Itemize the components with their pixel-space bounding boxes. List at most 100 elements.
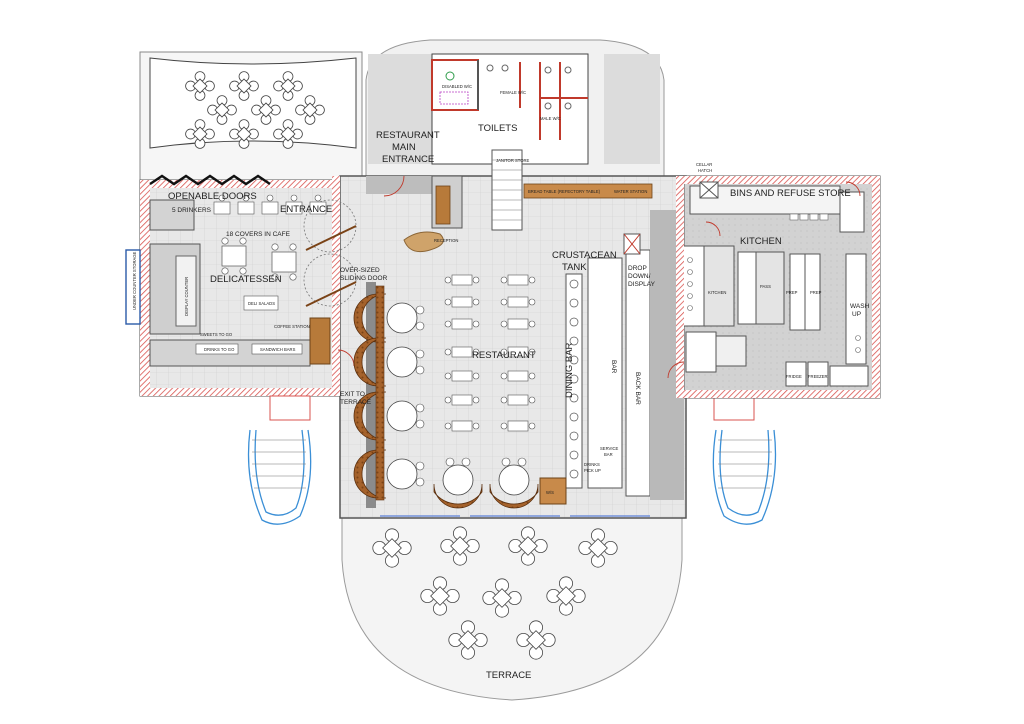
table — [236, 126, 252, 142]
chair — [444, 422, 452, 430]
chair — [472, 298, 480, 306]
bar-stool — [569, 374, 579, 384]
chair — [500, 422, 508, 430]
stool-table — [237, 201, 255, 215]
stool — [218, 194, 226, 202]
exit-terrace-label: EXIT TO — [340, 391, 365, 398]
fridge-label: FRIDGE — [786, 374, 802, 379]
main-entrance-label-2: MAIN — [392, 142, 416, 153]
banquette — [353, 337, 387, 387]
chair — [415, 477, 425, 487]
table — [507, 346, 529, 358]
table — [451, 274, 473, 286]
table — [492, 588, 512, 608]
chair — [500, 372, 508, 380]
chair — [472, 396, 480, 404]
chair — [500, 276, 508, 284]
drinks-pickup-label: DRINKS — [584, 462, 600, 467]
sandwich-bars-label: SANDWICH BARS — [260, 347, 296, 352]
stool-table — [261, 201, 279, 215]
table — [258, 102, 274, 118]
chair — [221, 237, 229, 245]
chair — [528, 298, 536, 306]
dining-bar-label: DINING BAR — [564, 342, 575, 398]
openable-doors-line — [149, 174, 271, 186]
table — [458, 630, 478, 650]
drop-down-label: DROP — [628, 265, 647, 272]
reception-label: RECEPTION — [434, 238, 458, 243]
table — [280, 78, 296, 94]
table — [507, 296, 529, 308]
chair — [415, 461, 425, 471]
stool — [242, 194, 250, 202]
table — [451, 420, 473, 432]
bar-stool — [569, 298, 579, 308]
pass-label: PASS — [760, 284, 771, 289]
crustacean-label-2: TANK — [562, 262, 587, 273]
table — [507, 274, 529, 286]
coffee-station-label: COFFEE STATION — [274, 324, 310, 329]
chair — [415, 349, 425, 359]
terrace-label: TERRACE — [486, 670, 531, 681]
delicatessen-label: DELICATESSEN — [210, 274, 282, 285]
bar-stool — [569, 450, 579, 460]
table — [556, 586, 576, 606]
chair — [528, 372, 536, 380]
covers-label: 18 COVERS IN CAFE — [226, 231, 291, 238]
chair — [472, 348, 480, 356]
bar-stool — [569, 355, 579, 365]
stool-table — [285, 201, 303, 215]
stool — [266, 194, 274, 202]
cellar-hatch-label: CELLAR — [696, 162, 712, 167]
table — [430, 586, 450, 606]
prep-label-1: PREP — [786, 290, 798, 295]
sliding-door-label-2: SLIDING DOOR — [340, 275, 388, 282]
ws-label: W/S — [546, 490, 554, 495]
chair — [528, 396, 536, 404]
chair — [271, 273, 279, 281]
kitchen-small-label: KITCHEN — [708, 290, 726, 295]
bar-counter — [587, 257, 623, 489]
table — [451, 296, 473, 308]
sweets-to-go-label: SWEETS TO GO — [200, 332, 233, 337]
chair — [461, 457, 471, 467]
chair — [444, 320, 452, 328]
banquette — [489, 483, 539, 509]
table — [451, 318, 473, 330]
service-bar-label: SERVICE — [600, 446, 619, 451]
bins-label: BINS AND REFUSE STORE — [730, 188, 851, 199]
bar-stool — [569, 393, 579, 403]
drinks-pickup-label-2: PICK UP — [584, 468, 601, 473]
chair — [444, 396, 452, 404]
bar-stool — [569, 336, 579, 346]
display-counter-label: DISPLAY COUNTER — [184, 277, 189, 316]
chair — [517, 457, 527, 467]
female-wc-label: FEMALE W/C — [500, 90, 526, 95]
chair — [415, 321, 425, 331]
bar-stool — [569, 279, 579, 289]
accessible-wc-label: DISABLED W/C — [442, 84, 472, 89]
service-bar-label-2: BAR — [604, 452, 613, 457]
table — [507, 318, 529, 330]
table — [451, 394, 473, 406]
table — [451, 346, 473, 358]
chair — [415, 419, 425, 429]
table — [192, 126, 208, 142]
round-table — [498, 464, 530, 496]
table — [507, 420, 529, 432]
stool-table — [309, 201, 327, 215]
right-staircase — [712, 429, 777, 525]
main-entrance-label-3: ENTRANCE — [382, 154, 434, 165]
bar-stool — [569, 469, 579, 479]
table — [302, 102, 318, 118]
chair — [500, 298, 508, 306]
toilets-label: TOILETS — [478, 123, 517, 134]
drop-down-label-3: DISPLAY — [628, 281, 656, 288]
bar-stool — [569, 412, 579, 422]
under-counter-label: UNDER COUNTER STORAGE — [132, 251, 137, 310]
round-table — [386, 302, 418, 334]
round-table — [442, 464, 474, 496]
bar-label: BAR — [610, 360, 617, 374]
chair — [472, 276, 480, 284]
